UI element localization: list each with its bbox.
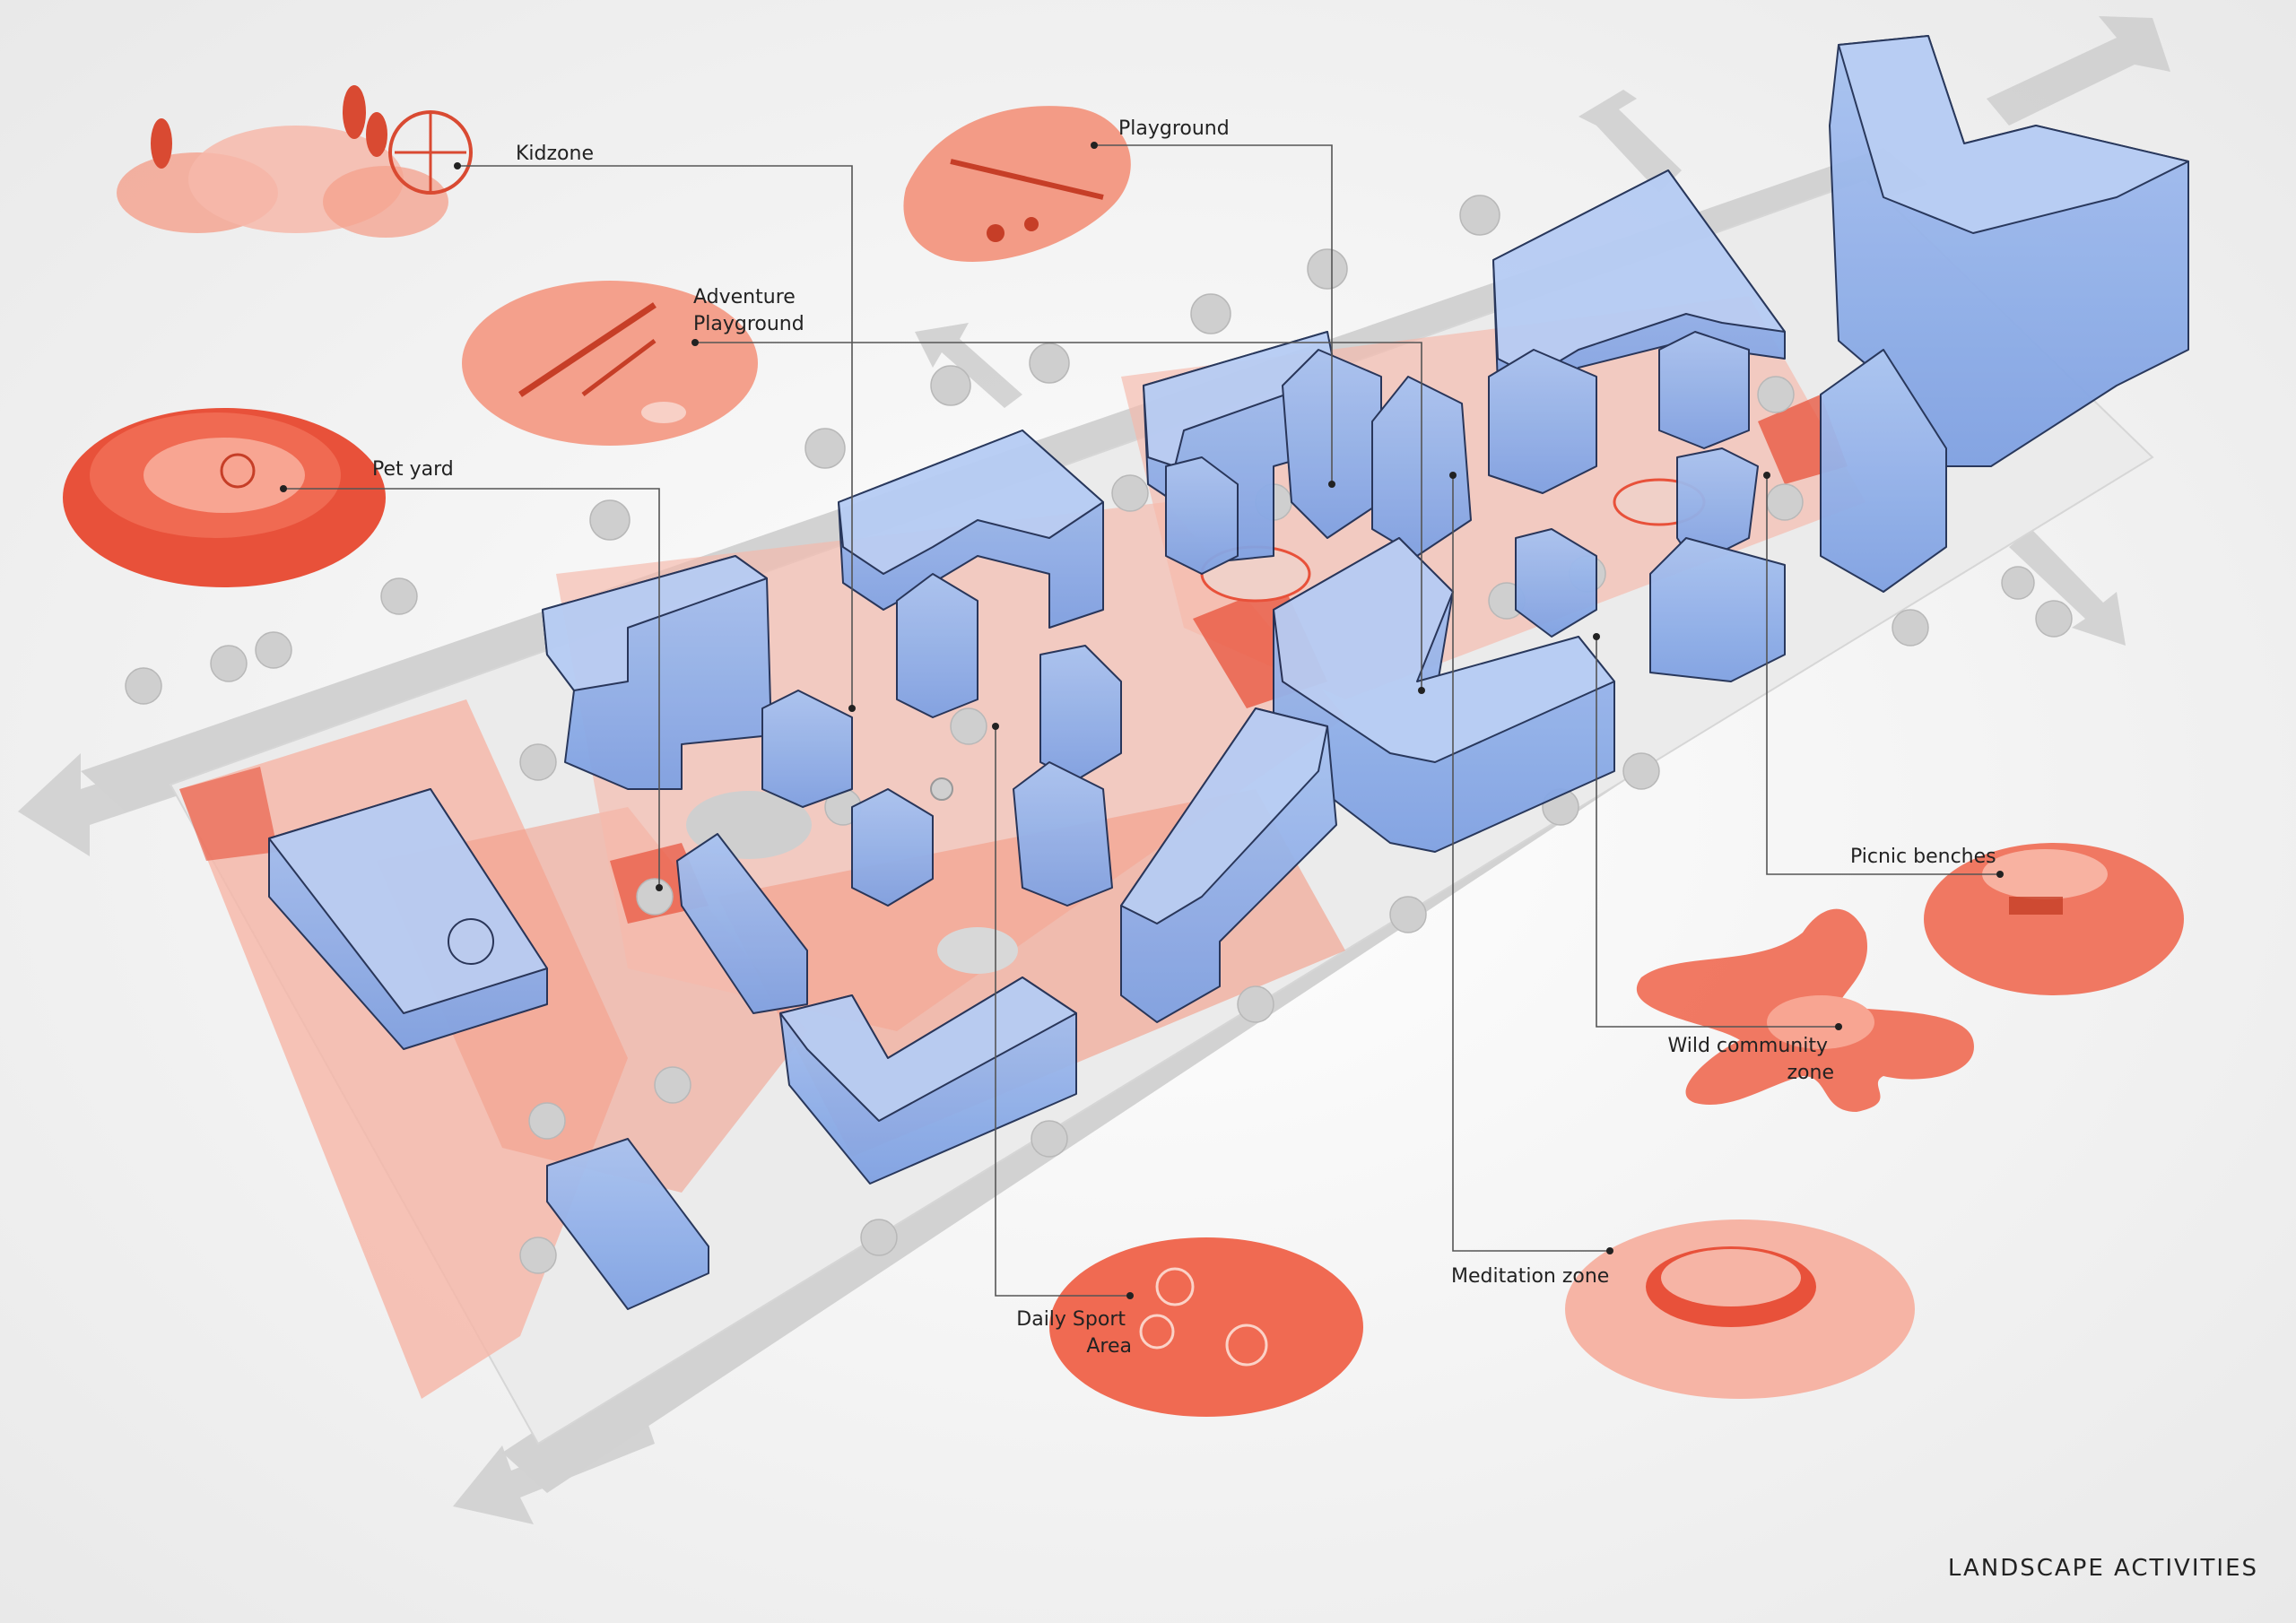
tree xyxy=(519,743,557,781)
tree xyxy=(930,365,971,406)
leader-wild xyxy=(1596,637,1839,1028)
arrow-north xyxy=(1578,90,1682,193)
tree-icon xyxy=(343,85,366,139)
building-roof xyxy=(779,976,1077,1122)
label-pet-yard: Pet yard xyxy=(372,458,454,481)
diagram-title: LANDSCAPE ACTIVITIES xyxy=(1947,1555,2258,1582)
label-adventure-playground: Adventure Playground xyxy=(693,286,804,335)
leader-dots xyxy=(280,142,2004,1299)
tree xyxy=(860,1219,898,1256)
arrow-southeast xyxy=(2009,529,2126,646)
leader-playground xyxy=(1094,144,1333,484)
leader-lines xyxy=(280,142,2004,1299)
tree xyxy=(1766,483,1804,521)
tree xyxy=(1029,343,1070,384)
picnic-benches-vignette xyxy=(1924,843,2184,995)
building xyxy=(1165,456,1239,575)
tree xyxy=(1307,248,1348,290)
tree xyxy=(1190,293,1231,334)
tree xyxy=(1892,609,1929,647)
plaza xyxy=(937,927,1018,974)
sphere-sculpture xyxy=(930,777,953,801)
building xyxy=(546,1138,709,1310)
tree xyxy=(804,428,846,469)
tree xyxy=(1459,195,1500,236)
tree xyxy=(1237,985,1274,1023)
dome xyxy=(448,918,494,965)
buildings xyxy=(268,35,2189,1310)
building xyxy=(1820,349,1947,593)
tree xyxy=(528,1102,566,1140)
building xyxy=(676,833,808,1014)
building xyxy=(1488,349,1597,494)
tree xyxy=(1389,896,1427,933)
building xyxy=(896,573,978,718)
building xyxy=(851,788,934,907)
label-playground: Playground xyxy=(1118,117,1230,140)
tree xyxy=(210,645,248,682)
tree xyxy=(125,667,162,705)
tree xyxy=(2001,566,2035,600)
tree-icon xyxy=(366,112,387,157)
label-picnic-benches: Picnic benches xyxy=(1850,846,1996,868)
building-roof xyxy=(838,430,1104,575)
arrow-east xyxy=(1987,16,2170,126)
leader-kidzone xyxy=(457,165,853,708)
label-wild-community-zone: Wild community zone xyxy=(1667,1035,1834,1084)
building-roof xyxy=(1143,331,1337,467)
label-kidzone: Kidzone xyxy=(516,143,594,165)
leader-adventure xyxy=(695,342,1422,690)
tree xyxy=(950,707,987,745)
pet-yard-vignette xyxy=(63,408,386,587)
tree-icon xyxy=(151,118,172,169)
leader-petyard xyxy=(283,488,660,888)
tree xyxy=(380,577,418,615)
building-roof xyxy=(542,555,768,691)
daily-sport-vignette xyxy=(1049,1237,1363,1417)
tree xyxy=(2035,600,2073,638)
leader-sport xyxy=(995,726,1130,1297)
building xyxy=(1649,537,1786,682)
kidzone-vignette xyxy=(117,85,473,238)
playground-vignette xyxy=(903,106,1131,262)
tree xyxy=(519,1237,557,1274)
meditation-zone-vignette xyxy=(1565,1219,1915,1399)
label-daily-sport-area: Daily Sport Area xyxy=(1016,1308,1132,1358)
building xyxy=(1658,331,1750,449)
tree xyxy=(654,1066,691,1104)
building xyxy=(1676,447,1759,566)
tower-roof xyxy=(1838,35,2189,234)
adventure-playground-vignette xyxy=(462,281,758,446)
building-roof xyxy=(1120,707,1328,924)
tree xyxy=(1111,474,1149,512)
tree xyxy=(589,499,631,541)
labels: Kidzone Playground Adventure Playground … xyxy=(372,117,1996,1358)
activity-vignettes xyxy=(63,85,2184,1417)
wild-community-vignette xyxy=(1636,908,1974,1112)
arrow-mid-north xyxy=(915,323,1022,408)
tree xyxy=(1622,752,1660,790)
leader-picnic xyxy=(1766,475,2000,875)
building xyxy=(1013,761,1113,907)
label-meditation-zone: Meditation zone xyxy=(1451,1265,1609,1288)
tree xyxy=(1757,376,1795,413)
leader-meditation xyxy=(1452,475,1610,1252)
building xyxy=(1039,645,1122,781)
tree xyxy=(636,878,674,916)
tree xyxy=(255,631,292,669)
tree xyxy=(1031,1120,1068,1158)
building xyxy=(1515,528,1597,638)
accent-patch xyxy=(179,767,278,861)
building xyxy=(761,690,853,808)
